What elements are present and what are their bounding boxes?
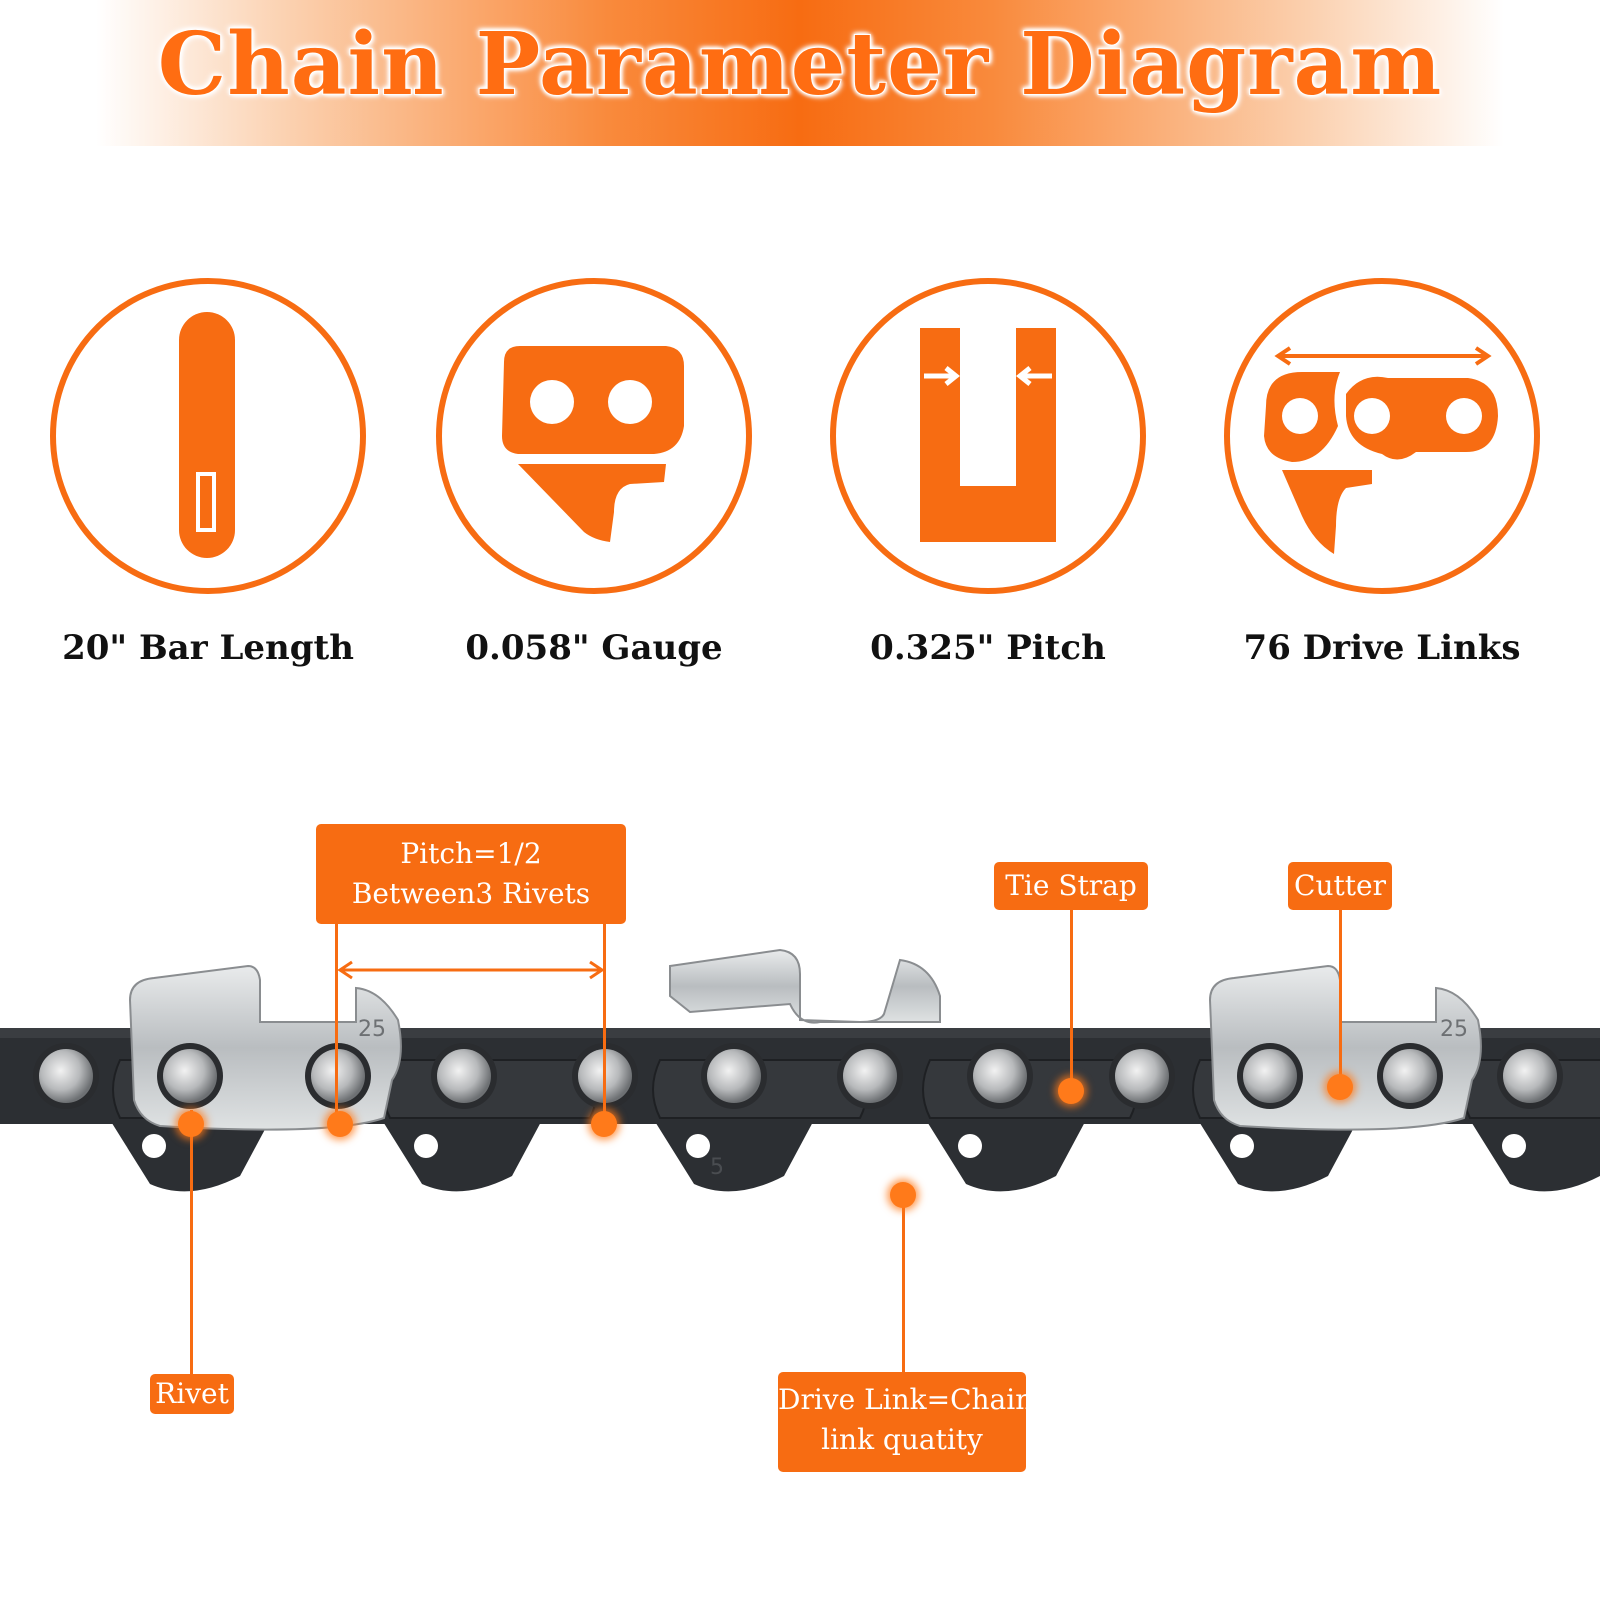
drive-link-tooth — [654, 1120, 814, 1192]
callout-line: Pitch=1/2 — [400, 837, 542, 870]
cutter-top — [669, 948, 941, 1024]
rivet — [437, 1049, 491, 1103]
drive-link-hole — [414, 1134, 438, 1158]
drive-link-tooth — [382, 1120, 542, 1192]
cutter-plate — [128, 964, 402, 1131]
tie-strap-callout: Tie Strap — [994, 862, 1148, 910]
guide-bar-icon — [50, 278, 366, 594]
cutter-stamp: 25 — [1440, 1017, 1468, 1042]
param-bar-length: 20" Bar Length — [48, 276, 368, 668]
pitch-right-leader — [603, 924, 606, 1114]
rivet — [311, 1049, 365, 1103]
callout-line: Between3 Rivets — [351, 877, 591, 910]
param-label: 0.058" Gauge — [465, 628, 723, 668]
drive-link-highlight-dot — [890, 1182, 916, 1208]
tie-strap-leader — [1070, 910, 1073, 1090]
param-gauge: 0.058" Gauge — [434, 276, 754, 668]
rivet — [1115, 1049, 1169, 1103]
saw-chain-illustration: 25 25 5 — [0, 948, 1600, 1192]
drive-link-stamp: 5 — [710, 1155, 724, 1180]
rivet — [163, 1049, 217, 1103]
drive-link-tooth — [1198, 1120, 1358, 1192]
drive-link-hole — [1230, 1134, 1254, 1158]
callout-line: Drive Link=Chain — [778, 1383, 1034, 1416]
drive-link-hole — [958, 1134, 982, 1158]
param-pitch: 0.325" Pitch — [828, 276, 1148, 668]
callout-line: link quatity — [821, 1423, 983, 1456]
pitch-left-leader — [335, 924, 338, 1114]
pitch-right-rivet-dot — [591, 1111, 617, 1137]
rivet — [1243, 1049, 1297, 1103]
rivet — [707, 1049, 761, 1103]
param-label: 76 Drive Links — [1243, 628, 1521, 668]
rivet — [1383, 1049, 1437, 1103]
drive-link-hole — [1502, 1134, 1526, 1158]
drive-link-hole — [686, 1134, 710, 1158]
cutter-callout: Cutter — [1288, 862, 1392, 910]
drive-links-icon — [1224, 278, 1540, 594]
param-label: 0.325" Pitch — [870, 628, 1106, 668]
cutter-plate — [1208, 964, 1482, 1131]
rivet-highlight-dot — [178, 1111, 204, 1137]
pitch-dimension-arrow — [337, 960, 605, 980]
gauge-link-icon — [436, 278, 752, 594]
drive-link-tooth — [1470, 1120, 1600, 1192]
pitch-left-rivet-dot — [327, 1111, 353, 1137]
page-title: Chain Parameter Diagram — [157, 13, 1443, 116]
pitch-callout: Pitch=1/2 Between3 Rivets — [316, 824, 626, 924]
rivet — [39, 1049, 93, 1103]
pitch-u-icon — [830, 278, 1146, 594]
drive-link-callout: Drive Link=Chain link quatity — [778, 1372, 1034, 1472]
title-banner — [0, 0, 1600, 146]
param-label: 20" Bar Length — [62, 628, 354, 668]
rivet — [1503, 1049, 1557, 1103]
param-drive-links: 76 Drive Links — [1222, 276, 1542, 668]
rivet-callout: Rivet — [150, 1374, 234, 1414]
cutter-leader — [1339, 910, 1342, 1086]
drive-link-hole — [142, 1134, 166, 1158]
rivet — [843, 1049, 897, 1103]
cutter-stamp: 25 — [358, 1017, 386, 1042]
drive-link-tooth — [926, 1120, 1086, 1192]
tie-strap-highlight-dot — [1058, 1078, 1084, 1104]
rivet-leader — [190, 1110, 193, 1376]
cutter-highlight-dot — [1327, 1074, 1353, 1100]
rivet — [973, 1049, 1027, 1103]
drive-link-leader — [902, 1194, 905, 1374]
